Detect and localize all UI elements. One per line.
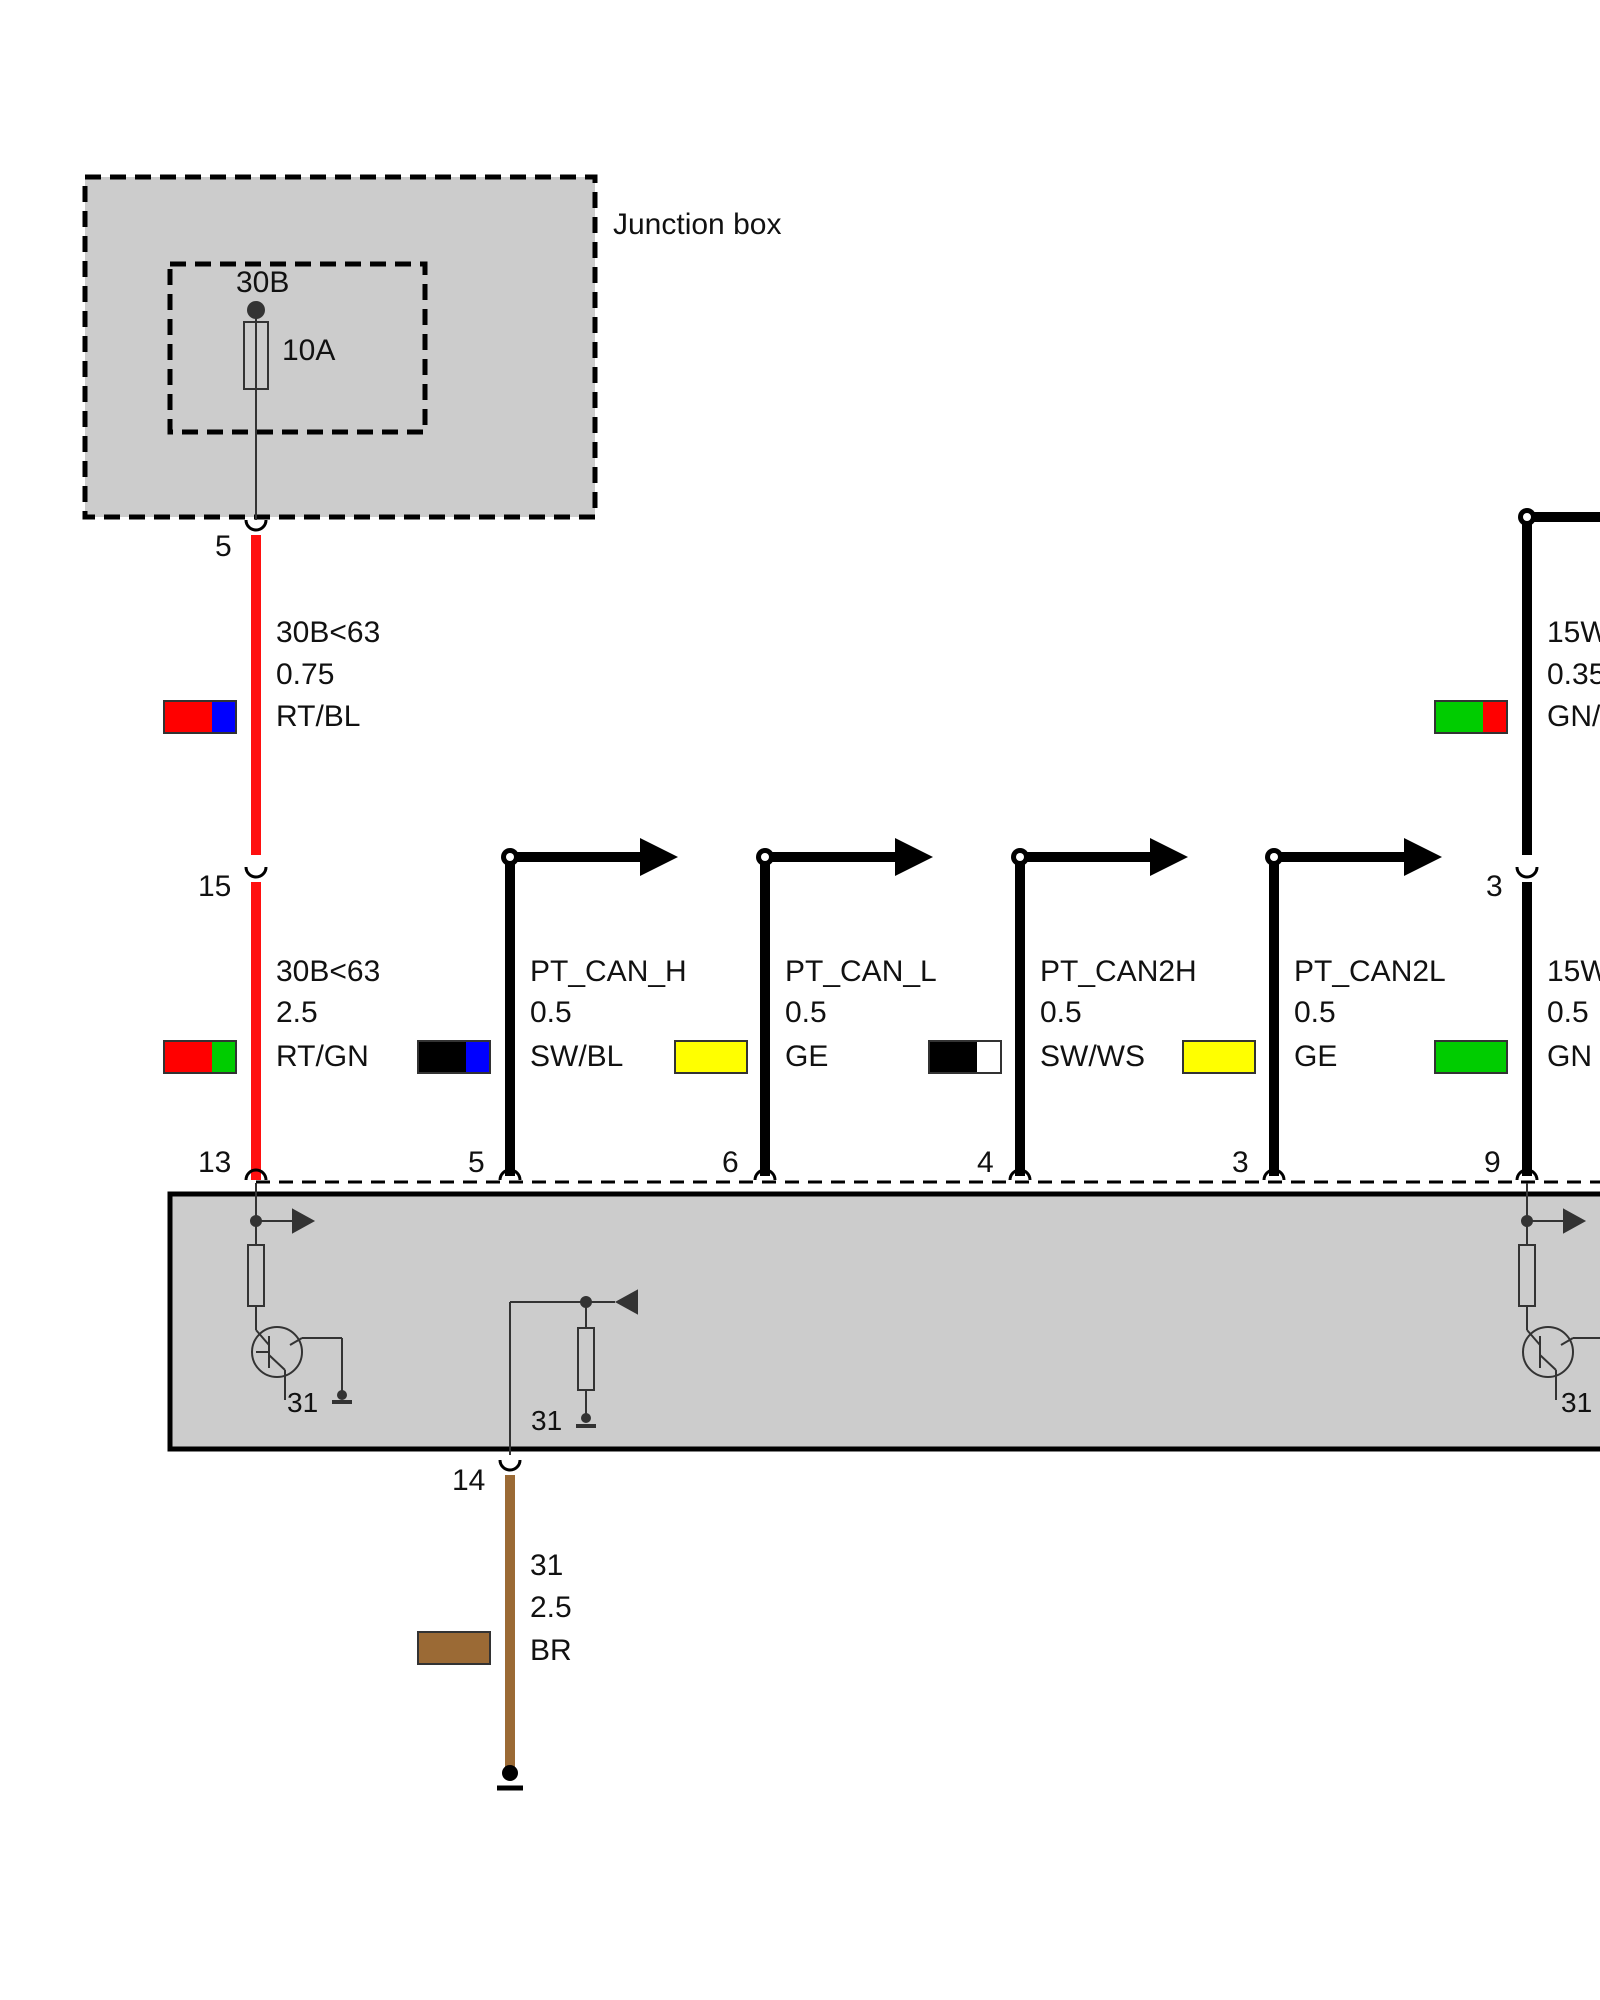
module-pin-sockets — [244, 1168, 1539, 1181]
can-h-signal: PT_CAN_H — [530, 955, 687, 988]
swatch-ge-2 — [1182, 1040, 1256, 1074]
internal-ground-right: 31 — [1561, 1387, 1592, 1418]
arrow-right-icon — [292, 1208, 316, 1234]
junction-box: Junction box 30B 10A — [82, 174, 781, 520]
w2-gauge: 2.5 — [276, 996, 318, 1029]
arrow-right-icon — [895, 838, 933, 876]
wire-pt-can-h — [501, 838, 678, 1176]
w15-lower-color-code: GN — [1547, 1040, 1592, 1073]
swatch-gn-rt — [1434, 700, 1508, 734]
fuse-rating-label: 10A — [282, 334, 335, 367]
wire-pt-can2l — [1265, 838, 1442, 1176]
transistor-icon — [251, 1326, 303, 1378]
swatch-sw-bl — [417, 1040, 491, 1074]
w15-lower-gauge: 0.5 — [1547, 996, 1589, 1029]
fuse-terminal-label: 30B — [236, 266, 289, 299]
can-l-signal: PT_CAN_L — [785, 955, 937, 988]
w15-upper-color-code: GN/ — [1547, 700, 1600, 733]
module-pin-5: 5 — [468, 1146, 485, 1179]
w1-signal: 30B<63 — [276, 616, 380, 649]
swatch-rt-bl — [163, 700, 237, 734]
arrow-right-icon — [1404, 838, 1442, 876]
swatch-ge-1 — [674, 1040, 748, 1074]
resistor-icon — [247, 1244, 265, 1307]
module-pin-6: 6 — [722, 1146, 739, 1179]
internal-transistor-circuit-right — [1518, 1183, 1600, 1400]
connector-socket-icon — [1515, 866, 1539, 879]
junction-box-title: Junction box — [613, 208, 781, 241]
ground-signal: 31 — [530, 1549, 563, 1582]
can2l-gauge: 0.5 — [1294, 996, 1336, 1029]
w1-gauge: 0.75 — [276, 658, 334, 691]
control-module — [167, 1180, 1600, 1452]
wire-15w-upper — [1518, 508, 1600, 855]
ground-gauge: 2.5 — [530, 1591, 572, 1624]
w15-upper-gauge: 0.35 — [1547, 658, 1600, 691]
arrow-right-icon — [1563, 1208, 1587, 1234]
transistor-icon — [1522, 1326, 1574, 1378]
module-pin-13: 13 — [198, 1146, 231, 1179]
internal-pullup-circuit — [509, 1289, 638, 1455]
w1-color-code: RT/BL — [276, 700, 360, 733]
w15-lower-signal: 15W — [1547, 955, 1600, 988]
w15-upper-signal: 15W — [1547, 616, 1600, 649]
ground-terminal-icon — [497, 1765, 523, 1791]
module-pin-4: 4 — [977, 1146, 994, 1179]
fuse-box-outline — [167, 261, 428, 435]
arrow-right-icon — [640, 838, 678, 876]
ground-color-code: BR — [530, 1634, 572, 1667]
can2h-signal: PT_CAN2H — [1040, 955, 1197, 988]
connector-pin-15: 15 — [198, 870, 231, 903]
wire-pt-can-l — [756, 838, 933, 1176]
connector-socket-icon — [498, 1459, 522, 1472]
can-h-color-code: SW/BL — [530, 1040, 623, 1073]
module-pin-9: 9 — [1484, 1146, 1501, 1179]
resistor-icon — [577, 1327, 595, 1391]
connector-socket-icon — [244, 519, 268, 532]
arrow-left-icon — [614, 1289, 638, 1315]
connector-pin-3: 3 — [1486, 870, 1503, 903]
swatch-rt-gn — [163, 1040, 237, 1074]
swatch-gn — [1434, 1040, 1508, 1074]
internal-transistor-circuit-left — [247, 1183, 352, 1404]
wire-pt-can2h — [1011, 838, 1188, 1176]
connector-socket-icon — [244, 866, 268, 879]
w2-signal: 30B<63 — [276, 955, 380, 988]
internal-ground-mid: 31 — [531, 1405, 562, 1436]
swatch-br — [417, 1631, 491, 1665]
jb-pin-5: 5 — [215, 530, 232, 563]
can2h-gauge: 0.5 — [1040, 996, 1082, 1029]
can2l-signal: PT_CAN2L — [1294, 955, 1446, 988]
can-l-gauge: 0.5 — [785, 996, 827, 1029]
can-h-gauge: 0.5 — [530, 996, 572, 1029]
w2-color-code: RT/GN — [276, 1040, 369, 1073]
can-l-color-code: GE — [785, 1040, 828, 1073]
internal-ground-left: 31 — [287, 1387, 318, 1418]
can2l-color-code: GE — [1294, 1040, 1337, 1073]
module-pin-14: 14 — [452, 1464, 485, 1497]
module-pin-3: 3 — [1232, 1146, 1249, 1179]
resistor-icon — [1518, 1244, 1536, 1307]
arrow-right-icon — [1150, 838, 1188, 876]
can2h-color-code: SW/WS — [1040, 1040, 1145, 1073]
swatch-sw-ws — [928, 1040, 1002, 1074]
